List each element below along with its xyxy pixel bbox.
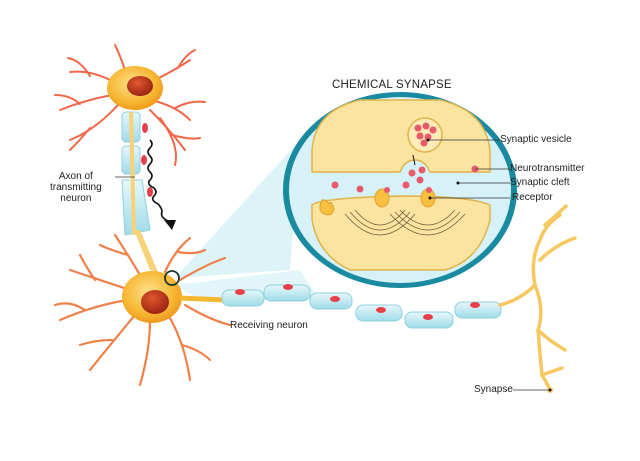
transmitting-neuron-dendrites bbox=[54, 44, 206, 166]
label-neurotransmitter: Neurotransmitter bbox=[510, 163, 585, 174]
chemical-synapse-inset bbox=[115, 92, 548, 391]
label-receptor: Receptor bbox=[512, 192, 553, 203]
postsynaptic-terminal bbox=[311, 195, 491, 271]
label-synapse: Synapse bbox=[474, 384, 513, 395]
label-axon: Axon of transmitting neuron bbox=[50, 171, 102, 204]
signal-arrow bbox=[147, 139, 171, 223]
presynaptic-terminal bbox=[311, 99, 491, 173]
transmitting-axon bbox=[121, 111, 158, 272]
diagram-title: CHEMICAL SYNAPSE bbox=[332, 79, 452, 91]
label-receiving-neuron: Receiving neuron bbox=[230, 320, 308, 331]
zoom-cone bbox=[175, 140, 300, 278]
neurotransmitters bbox=[331, 165, 479, 193]
label-synaptic-cleft: Synaptic cleft bbox=[510, 177, 570, 188]
label-axon-line2: transmitting bbox=[50, 182, 102, 193]
axon-terminal bbox=[498, 204, 577, 392]
synapse-highlight bbox=[164, 270, 180, 286]
receiving-neuron-dendrites bbox=[53, 233, 232, 387]
label-synaptic-vesicle: Synaptic vesicle bbox=[500, 134, 572, 145]
receptors bbox=[319, 188, 436, 216]
receiving-axon bbox=[221, 284, 502, 329]
receiving-neuron-nucleus bbox=[141, 290, 169, 314]
transmitting-neuron-nucleus bbox=[127, 76, 153, 96]
label-axon-line3: neuron bbox=[60, 193, 92, 204]
synapse-pointer-dot bbox=[548, 388, 552, 392]
label-axon-line1: Axon of bbox=[58, 171, 93, 182]
